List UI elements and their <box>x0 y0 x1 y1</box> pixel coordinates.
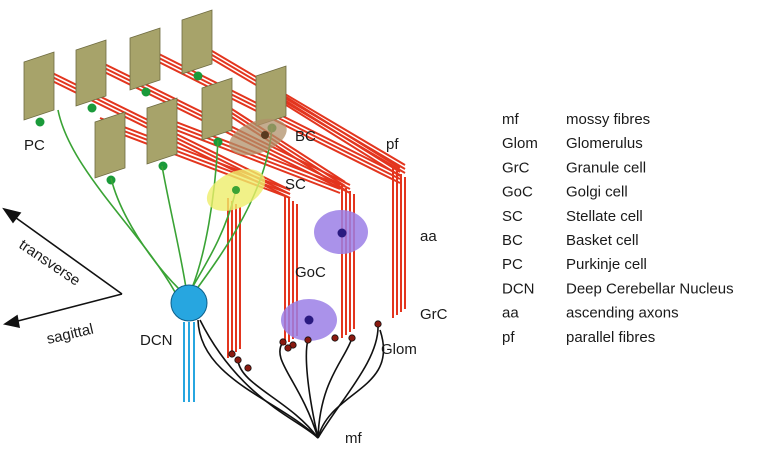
legend-abbr: BC <box>502 232 523 249</box>
label-aa: aa <box>420 228 437 245</box>
legend-description: Basket cell <box>566 232 639 249</box>
legend-description: Golgi cell <box>566 184 628 201</box>
pc-axon <box>110 177 181 291</box>
purkinje-cell <box>23 51 55 121</box>
glomerulus <box>374 320 382 328</box>
legend-abbr: DCN <box>502 280 535 297</box>
orientation-arrows <box>2 207 123 329</box>
legend-abbr: aa <box>502 305 519 322</box>
legend-description: Stellate cell <box>566 208 643 225</box>
pc-axon <box>57 109 176 293</box>
basket-cell <box>229 118 287 156</box>
dcn-axon <box>183 322 195 402</box>
glomerulus <box>244 364 252 372</box>
purkinje-cell <box>94 111 126 179</box>
purkinje-soma <box>87 103 97 113</box>
label-goc: GoC <box>295 264 326 281</box>
glomerulus <box>331 334 339 342</box>
legend-abbr: SC <box>502 208 523 225</box>
mossy-fibre <box>317 329 385 439</box>
legend-abbr: mf <box>502 111 519 128</box>
purkinje-cell <box>181 9 213 75</box>
label-pf: pf <box>386 136 399 153</box>
glomerulus <box>234 356 242 364</box>
mossy-fibre <box>197 319 319 439</box>
golgi-cell-upper-nucleus <box>337 228 347 238</box>
label-transverse: transverse <box>16 236 84 289</box>
pc-axon <box>161 165 187 289</box>
glomerulus <box>284 344 292 352</box>
label-sagittal: sagittal <box>45 321 95 348</box>
legend-description: mossy fibres <box>566 111 650 128</box>
legend-description: parallel fibres <box>566 329 655 346</box>
basket-cell-nucleus <box>261 131 269 139</box>
stellate-cell-nucleus <box>232 186 240 194</box>
parallel-fibre <box>184 34 406 166</box>
legend-abbr: PC <box>502 256 523 273</box>
legend-description: Granule cell <box>566 159 646 176</box>
mossy-fibre <box>279 341 319 439</box>
purkinje-cell <box>201 77 233 141</box>
parallel-fibre <box>149 119 341 194</box>
pc-axon <box>191 139 219 289</box>
legend-abbr: Glom <box>502 135 538 152</box>
mossy-fibres <box>197 319 385 439</box>
legend-description: ascending axons <box>566 305 679 322</box>
mossy-fibre <box>305 339 319 439</box>
legend-description: Deep Cerebellar Nucleus <box>566 280 734 297</box>
glomerulus <box>228 350 236 358</box>
purkinje-soma <box>35 117 45 127</box>
glomerulus <box>304 336 312 344</box>
label-dcn: DCN <box>140 332 173 349</box>
legend-description: Glomerulus <box>566 135 643 152</box>
purkinje-cell <box>146 97 178 165</box>
mossy-fibre <box>317 323 379 439</box>
dcn-soma <box>170 284 208 322</box>
legend-abbr: pf <box>502 329 515 346</box>
legend-description: Purkinje cell <box>566 256 647 273</box>
glomerulus <box>279 338 287 346</box>
purkinje-soma <box>158 161 168 171</box>
label-mf: mf <box>345 430 362 447</box>
purkinje-cell <box>129 27 161 91</box>
label-glom: Glom <box>381 341 417 358</box>
golgi-cell-lower-nucleus <box>304 315 314 325</box>
glomeruli <box>228 320 382 372</box>
purkinje-soma <box>193 71 203 81</box>
label-pc: PC <box>24 137 45 154</box>
purkinje-cell <box>75 39 107 107</box>
glomerulus <box>348 334 356 342</box>
mossy-fibre <box>317 337 353 439</box>
legend-abbr: GoC <box>502 184 533 201</box>
parallel-fibre <box>209 102 346 191</box>
label-grc: GrC <box>420 306 448 323</box>
mossy-fibre <box>237 359 319 439</box>
purkinje-soma <box>141 87 151 97</box>
label-sc: SC <box>285 176 306 193</box>
legend-abbr: GrC <box>502 159 530 176</box>
label-bc: BC <box>295 128 316 145</box>
purkinje-cell <box>255 65 287 127</box>
